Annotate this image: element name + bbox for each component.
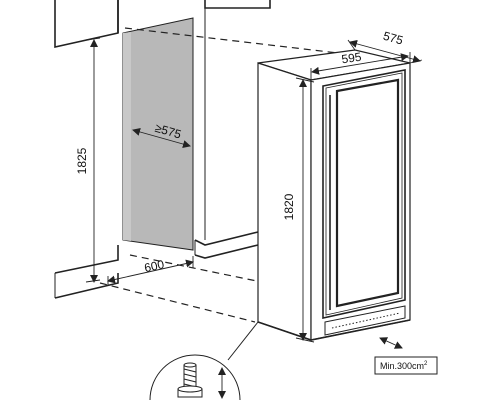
appliance — [257, 49, 411, 341]
door-glass — [335, 78, 400, 308]
niche-recess-top — [123, 32, 131, 241]
dimension-depth-unit: 575 — [347, 29, 423, 64]
ventilation-grille — [324, 305, 406, 336]
dimension-width-niche: 600 — [107, 256, 194, 286]
label-height-niche: 1825 — [75, 147, 89, 174]
leveling-foot-icon — [177, 362, 203, 398]
leveling-foot-detail — [149, 321, 259, 400]
label-width-niche: 600 — [143, 257, 166, 275]
ventilation-label-box — [374, 356, 438, 375]
dimension-height-niche: 1825 — [75, 37, 101, 283]
label-width-unit: 595 — [341, 50, 363, 67]
label-depth-unit: 575 — [382, 29, 405, 48]
ventilation-label: Min.300cm2 — [380, 361, 428, 371]
label-height-unit: 1820 — [282, 193, 296, 220]
dimension-height-unit: 1820 — [282, 77, 315, 343]
projection-lines — [99, 27, 356, 323]
ventilation-indicator: Min.300cm2 — [374, 337, 438, 375]
